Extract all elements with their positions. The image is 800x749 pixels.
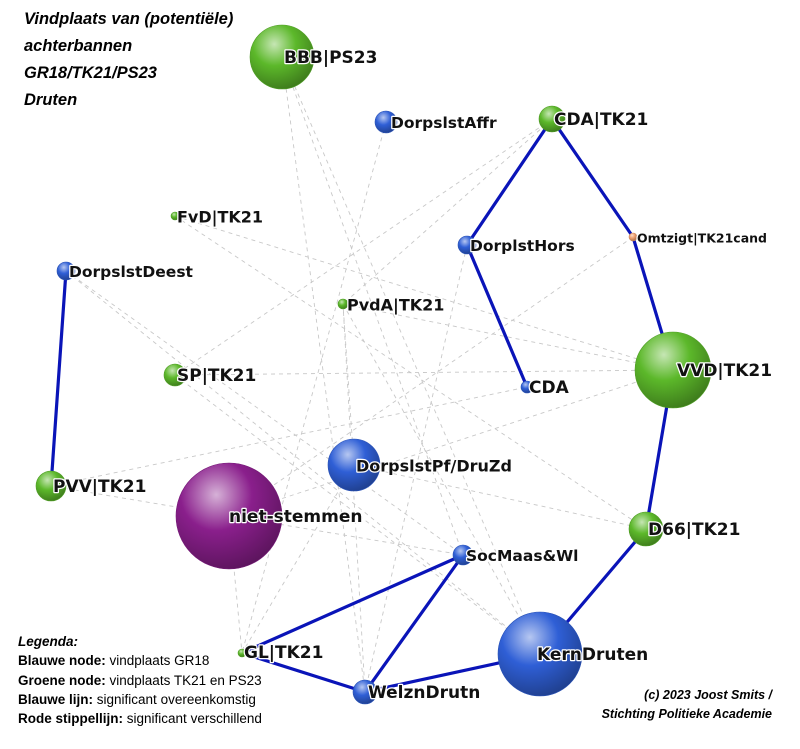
credit: (c) 2023 Joost Smits / Stichting Politie…	[602, 686, 772, 724]
node-label-welzndrutn: WelznDrutn	[368, 683, 480, 703]
edge-different-dorpslstaffr-gl-tk21	[241, 121, 387, 654]
node-dorpslstaffr	[374, 110, 398, 134]
node-label-vvd-tk21: VVD|TK21	[677, 361, 772, 381]
legend-text: vindplaats GR18	[109, 653, 210, 669]
node-dorpslstdeest	[56, 261, 76, 281]
node-omtzigt-tk21cand	[628, 232, 638, 242]
credit-line: (c) 2023 Joost Smits /	[644, 688, 772, 702]
node-d66-tk21	[628, 511, 664, 547]
legend-row-blue-line: Blauwe lijn: significant overeenkomstig	[18, 690, 262, 709]
node-label-sp-tk21: SP|TK21	[177, 366, 256, 386]
node-vvd-tk21	[634, 331, 712, 409]
edge-similar-socmaas-wl-gl-tk21	[240, 553, 465, 655]
node-label-kerndruten: KernDruten	[537, 645, 648, 665]
node-label-pvv-tk21: PVV|TK21	[53, 477, 146, 497]
title-line: Vindplaats van (potentiële)	[24, 10, 234, 28]
edge-different-pvv-tk21-cda	[50, 386, 528, 487]
edge-different-dorpslstpf-druzd-pvda-tk21	[342, 303, 355, 466]
node-kerndruten	[497, 611, 583, 697]
node-label-fvd-tk21: FvD|TK21	[177, 208, 263, 228]
legend-key: Blauwe lijn:	[18, 691, 94, 707]
node-label-d66-tk21: D66|TK21	[648, 520, 740, 540]
edge-different-sp-tk21-vvd-tk21	[174, 369, 674, 376]
title-line: GR18/TK21/PS23	[24, 64, 157, 82]
edge-different-bbb-ps23-socmaas-wl	[281, 56, 464, 556]
node-label-dorpslstdeest: DorpslstDeest	[69, 263, 194, 281]
legend-text: vindplaats TK21 en PS23	[109, 672, 262, 688]
edge-different-pvda-tk21-welzndrutn	[342, 303, 366, 693]
edge-different-niet-stemmen-vvd-tk21	[228, 369, 674, 517]
chart-title: Vindplaats van (potentiële) achterbannen…	[24, 6, 233, 114]
node-label-bbb-ps23: BBB|PS23	[284, 48, 377, 68]
edge-different-dorpslstpf-druzd-d66-tk21	[353, 464, 647, 530]
edge-different-bbb-ps23-welzndrutn	[281, 56, 366, 693]
legend-key: Groene node:	[18, 672, 106, 688]
node-label-dorpslstaffr: DorpslstAffr	[391, 114, 497, 132]
node-cda	[520, 380, 534, 394]
edge-similar-socmaas-wl-welzndrutn	[363, 553, 465, 694]
title-line: Druten	[24, 91, 78, 109]
node-cda-tk21	[538, 105, 566, 133]
solid-edges	[49, 117, 675, 694]
node-label-gl-tk21: GL|TK21	[244, 643, 323, 663]
legend-key: Rode stippellijn:	[18, 711, 124, 727]
edge-different-pvda-tk21-kerndruten	[342, 303, 541, 655]
graph-nodes	[35, 24, 712, 705]
node-bbb-ps23	[249, 24, 315, 90]
legend-text: significant overeenkomstig	[96, 691, 256, 707]
node-gl-tk21	[237, 648, 247, 658]
edge-similar-dorpslstdeest-pvv-tk21	[49, 269, 68, 488]
edge-different-dorpslstdeest-socmaas-wl	[65, 270, 464, 556]
node-sp-tk21	[163, 363, 187, 387]
node-label-dorpslstpf-druzd: DorpslstPf/DruZd	[356, 457, 512, 476]
node-dorplsthors	[457, 235, 477, 255]
edge-different-dorpslstdeest-kerndruten	[65, 270, 541, 655]
edge-different-cda-tk21-sp-tk21	[174, 118, 553, 376]
legend-text: significant verschillend	[126, 711, 262, 727]
edge-similar-dorplsthors-cda	[465, 243, 529, 389]
legend-heading: Legenda:	[18, 634, 79, 649]
edge-different-niet-stemmen-gl-tk21	[228, 515, 243, 654]
edge-different-fvd-tk21-vvd-tk21	[174, 215, 674, 371]
edge-similar-gl-tk21-welzndrutn	[240, 651, 367, 694]
node-label-niet-stemmen: niet-stemmen	[229, 507, 362, 527]
node-fvd-tk21	[170, 211, 180, 221]
edge-similar-cda-tk21-dorplsthors	[465, 117, 554, 247]
node-label-omtzigt-tk21cand: Omtzigt|TK21cand	[637, 231, 767, 246]
edge-different-omtzigt-tk21cand-niet-stemmen	[228, 236, 634, 517]
node-label-pvda-tk21: PvdA|TK21	[347, 296, 444, 316]
credit-line: Stichting Politieke Academie	[601, 707, 772, 721]
node-label-cda: CDA	[529, 378, 570, 398]
node-socmaas-wl	[452, 544, 474, 566]
legend-key: Blauwe node:	[18, 653, 106, 669]
legend-row-green-node: Groene node: vindplaats TK21 en PS23	[18, 671, 262, 690]
edge-different-cda-tk21-pvda-tk21	[342, 118, 553, 305]
node-label-cda-tk21: CDA|TK21	[554, 110, 648, 130]
node-dorpslstpf-druzd	[327, 438, 381, 492]
edge-similar-cda-tk21-omtzigt-tk21cand	[550, 117, 635, 239]
node-label-dorplsthors: DorplstHors	[470, 237, 575, 255]
legend-row-blue-node: Blauwe node: vindplaats GR18	[18, 651, 262, 670]
legend-row-red-dashed-line: Rode stippellijn: significant verschille…	[18, 709, 262, 728]
node-niet-stemmen	[175, 462, 283, 570]
title-line: achterbannen	[24, 37, 133, 55]
node-welzndrutn	[352, 679, 378, 705]
node-pvv-tk21	[35, 470, 67, 502]
node-label-socmaas-wl: SocMaas&Wl	[466, 547, 579, 565]
dashed-edges	[50, 56, 674, 693]
legend: Legenda: Blauwe node: vindplaats GR18 Gr…	[18, 632, 262, 728]
edge-different-pvda-tk21-vvd-tk21	[342, 303, 674, 371]
node-pvda-tk21	[337, 298, 349, 310]
